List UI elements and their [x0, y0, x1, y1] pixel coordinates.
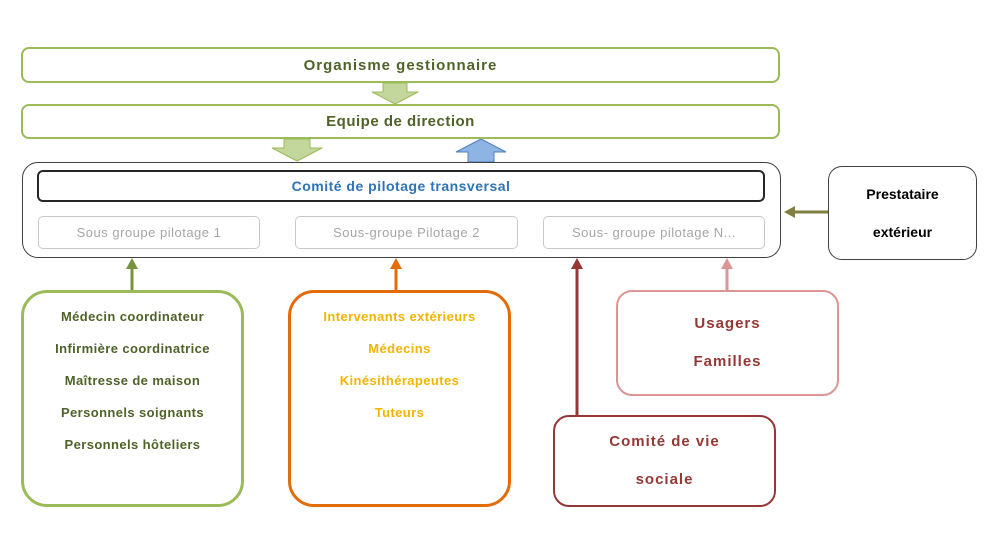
direction-label: Equipe de direction: [326, 113, 475, 130]
comite-container: [22, 162, 781, 258]
arrow-internes-head: [126, 258, 138, 269]
internes-item-1: Médecin coordinateur: [60, 309, 205, 324]
cvs-line-1: Comité de vie: [609, 433, 720, 450]
comite-pilotage-label: Comité de pilotage transversal: [291, 178, 511, 194]
externes-box: Intervenants extérieurs Médecins Kinésit…: [288, 290, 511, 507]
comite-pilotage-box: Comité de pilotage transversal: [37, 170, 765, 202]
sous-groupe-n-label: Sous- groupe pilotage N...: [571, 225, 737, 240]
arrow-organisme-to-direction: [371, 82, 419, 105]
internes-item-2: Infirmière coordinatrice: [55, 341, 210, 356]
arrow-usagers-head: [721, 258, 733, 269]
internes-box: Médecin coordinateur Infirmière coordina…: [21, 290, 244, 507]
externes-item-2: Médecins: [368, 341, 431, 356]
externes-item-1: Intervenants extérieurs: [323, 309, 476, 324]
externes-item-4: Tuteurs: [374, 405, 425, 420]
sous-groupe-n: Sous- groupe pilotage N...: [543, 216, 765, 249]
organisme-box: Organisme gestionnaire: [21, 47, 780, 83]
prestataire-line-1: Prestataire: [866, 186, 939, 202]
organisme-label: Organisme gestionnaire: [303, 56, 498, 74]
sous-groupe-2-label: Sous-groupe Pilotage 2: [333, 225, 480, 240]
sous-groupe-1: Sous groupe pilotage 1: [38, 216, 260, 249]
sous-groupe-2: Sous-groupe Pilotage 2: [295, 216, 518, 249]
externes-item-3: Kinésithérapeutes: [339, 373, 460, 388]
prestataire-line-2: extérieur: [872, 224, 933, 240]
arrow-prestataire-head: [784, 206, 795, 218]
internes-item-3: Maîtresse de maison: [64, 373, 201, 388]
arrow-externes-head: [390, 258, 402, 269]
arrow-direction-to-comite: [271, 138, 323, 162]
internes-item-4: Personnels soignants: [60, 405, 205, 420]
arrow-cvs-head: [571, 258, 583, 269]
arrow-comite-to-direction: [455, 138, 507, 163]
internes-item-5: Personnels hôteliers: [64, 437, 201, 452]
usagers-line-2: Familles: [693, 353, 762, 370]
sous-groupe-1-label: Sous groupe pilotage 1: [76, 225, 222, 240]
usagers-line-1: Usagers: [694, 315, 761, 332]
cvs-box: Comité de vie sociale: [553, 415, 776, 507]
cvs-line-2: sociale: [635, 471, 694, 488]
prestataire-box: Prestataire extérieur: [828, 166, 977, 260]
direction-box: Equipe de direction: [21, 104, 780, 139]
usagers-box: Usagers Familles: [616, 290, 839, 396]
